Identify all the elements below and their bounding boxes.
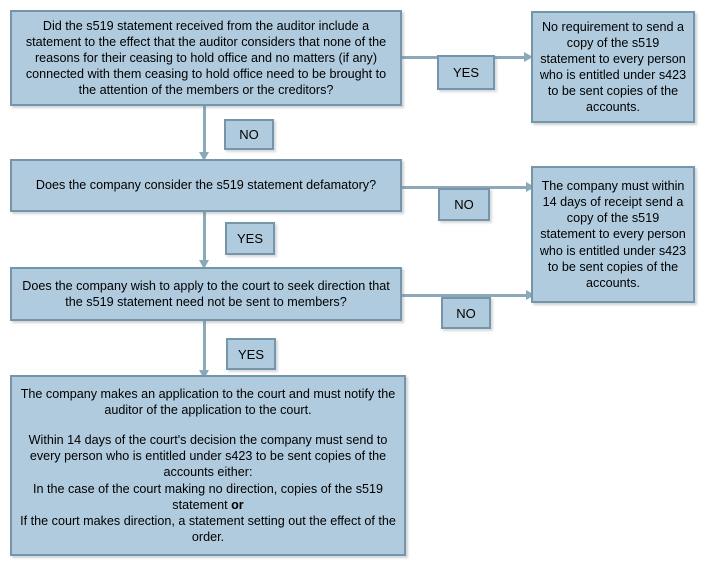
edge-label-q2-yes[interactable]: YES xyxy=(225,222,275,255)
edge-label-q2-no[interactable]: NO xyxy=(438,188,490,221)
arrowhead-q1-yes xyxy=(524,52,533,62)
court-application-para-4: If the court makes direction, a statemen… xyxy=(20,513,396,544)
node-outcome-must-send-copy-text: The company must within 14 days of recei… xyxy=(539,179,687,290)
node-outcome-court-application-body: The company makes an application to the … xyxy=(18,386,398,545)
node-outcome-court-application[interactable]: The company makes an application to the … xyxy=(10,375,406,556)
court-application-para-3-lead: In the case of the court making no direc… xyxy=(32,481,384,512)
edge-label-q1-yes-text: YES xyxy=(452,65,479,80)
node-outcome-must-send-copy[interactable]: The company must within 14 days of recei… xyxy=(531,166,695,303)
court-application-spacer xyxy=(18,418,398,432)
arrowhead-q3-yes xyxy=(199,370,209,379)
node-question-1-text: Did the s519 statement received from the… xyxy=(25,18,387,98)
court-application-para-2: Within 14 days of the court's decision t… xyxy=(28,433,388,480)
arrowhead-q2-yes xyxy=(199,260,209,269)
edge-label-q1-no-text: NO xyxy=(239,127,259,142)
arrowhead-q2-no xyxy=(526,182,535,192)
arrowhead-q1-no xyxy=(199,152,209,161)
node-outcome-no-requirement[interactable]: No requirement to send a copy of the s51… xyxy=(531,11,695,123)
node-question-3[interactable]: Does the company wish to apply to the co… xyxy=(10,267,402,321)
node-question-1[interactable]: Did the s519 statement received from the… xyxy=(10,10,402,106)
node-question-2[interactable]: Does the company consider the s519 state… xyxy=(10,159,402,212)
edge-label-q2-yes-text: YES xyxy=(236,231,263,246)
edge-label-q3-yes[interactable]: YES xyxy=(226,338,276,370)
edge-label-q3-no-text: NO xyxy=(456,305,476,321)
court-application-para-1: The company makes an application to the … xyxy=(20,387,396,418)
node-question-3-text: Does the company wish to apply to the co… xyxy=(22,278,390,309)
connector-q2-no xyxy=(400,186,528,189)
connector-q3-no xyxy=(400,294,528,297)
court-application-para-3-or: or xyxy=(231,497,244,512)
edge-label-q1-yes[interactable]: YES xyxy=(437,55,495,90)
edge-label-q1-no[interactable]: NO xyxy=(224,119,274,150)
connector-q1-no xyxy=(203,105,206,155)
edge-label-q3-yes-text: YES xyxy=(237,346,264,362)
arrowhead-q3-no xyxy=(526,290,535,300)
court-application-para-3: In the case of the court making no direc… xyxy=(18,481,398,513)
edge-label-q3-no[interactable]: NO xyxy=(441,297,491,329)
node-question-2-text: Does the company consider the s519 state… xyxy=(35,178,377,193)
node-outcome-no-requirement-text: No requirement to send a copy of the s51… xyxy=(539,19,687,115)
edge-label-q2-no-text: NO xyxy=(454,197,474,212)
connector-q2-yes xyxy=(203,211,206,263)
connector-q3-yes xyxy=(203,320,206,373)
